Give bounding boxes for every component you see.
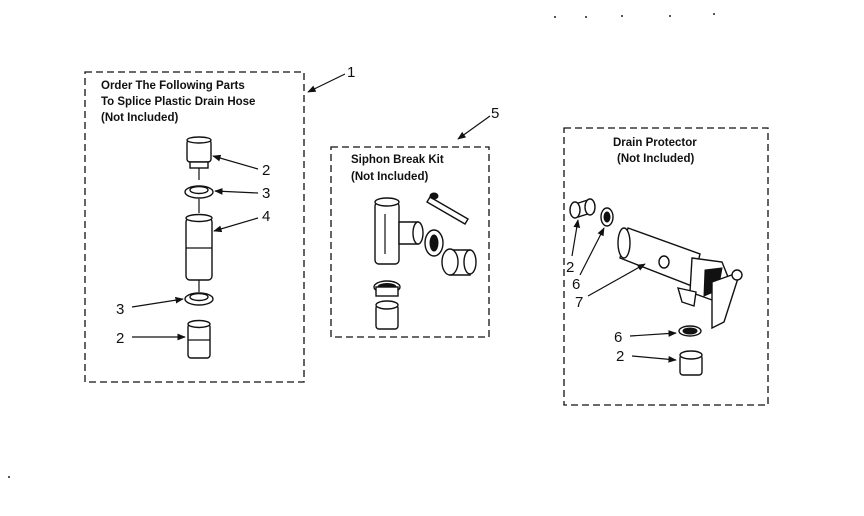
splice-parts-group: Order The Following Parts To Splice Plas… bbox=[84, 64, 355, 383]
drain-callout-2-bottom: 2 bbox=[616, 348, 624, 365]
drain-protector-group: Drain Protector (Not Included) bbox=[563, 127, 769, 406]
callout-2-bottom: 2 bbox=[116, 330, 124, 347]
ring-top bbox=[184, 185, 214, 213]
callout-4: 4 bbox=[262, 208, 270, 225]
ring-bottom bbox=[184, 292, 214, 306]
box5-title-line-2: (Not Included) bbox=[351, 171, 428, 183]
ref-1-arrow bbox=[307, 73, 346, 93]
drain-bottom-ring bbox=[678, 325, 702, 337]
siphon-bottom-coupling bbox=[375, 300, 399, 330]
siphon-tee bbox=[374, 197, 424, 265]
siphon-side-coupling bbox=[441, 248, 477, 276]
box1-title-line-1: Order The Following Parts bbox=[101, 80, 245, 92]
siphon-break-box bbox=[330, 146, 490, 338]
drain-callout-2-top: 2 bbox=[566, 259, 574, 276]
drain-callout-6-bottom: 6 bbox=[614, 329, 622, 346]
callout-3-top: 3 bbox=[262, 185, 270, 202]
drain-protector-box bbox=[563, 127, 769, 406]
siphon-side-ring bbox=[424, 229, 444, 257]
drain-title-line-2: (Not Included) bbox=[617, 153, 694, 165]
drain-small-ring bbox=[600, 207, 614, 227]
drain-callout-7: 7 bbox=[575, 294, 583, 311]
drain-protector-body bbox=[617, 227, 743, 330]
siphon-bottom-ring bbox=[373, 280, 401, 297]
drain-bottom-coupling bbox=[679, 350, 703, 376]
box1-title-line-2: To Splice Plastic Drain Hose bbox=[101, 96, 255, 108]
drain-small-coupling bbox=[569, 198, 596, 219]
ref-number-1: 1 bbox=[347, 64, 355, 81]
scan-specks bbox=[8, 13, 715, 478]
splice-parts-box bbox=[84, 71, 305, 383]
connector bbox=[185, 213, 213, 292]
coupling-top bbox=[186, 136, 212, 180]
box5-title-line-1: Siphon Break Kit bbox=[351, 154, 444, 166]
box1-title-line-3: (Not Included) bbox=[101, 112, 178, 124]
callout-2-top: 2 bbox=[262, 162, 270, 179]
coupling-bottom bbox=[187, 319, 211, 359]
ref-5-arrow bbox=[457, 115, 491, 140]
ref-number-5: 5 bbox=[491, 105, 499, 122]
siphon-break-group: Siphon Break Kit (Not Included) 5 bbox=[330, 105, 499, 338]
callout-3-bottom: 3 bbox=[116, 301, 124, 318]
drain-title-line-1: Drain Protector bbox=[613, 137, 697, 149]
siphon-pin bbox=[426, 192, 469, 225]
drain-callout-6-top: 6 bbox=[572, 276, 580, 293]
